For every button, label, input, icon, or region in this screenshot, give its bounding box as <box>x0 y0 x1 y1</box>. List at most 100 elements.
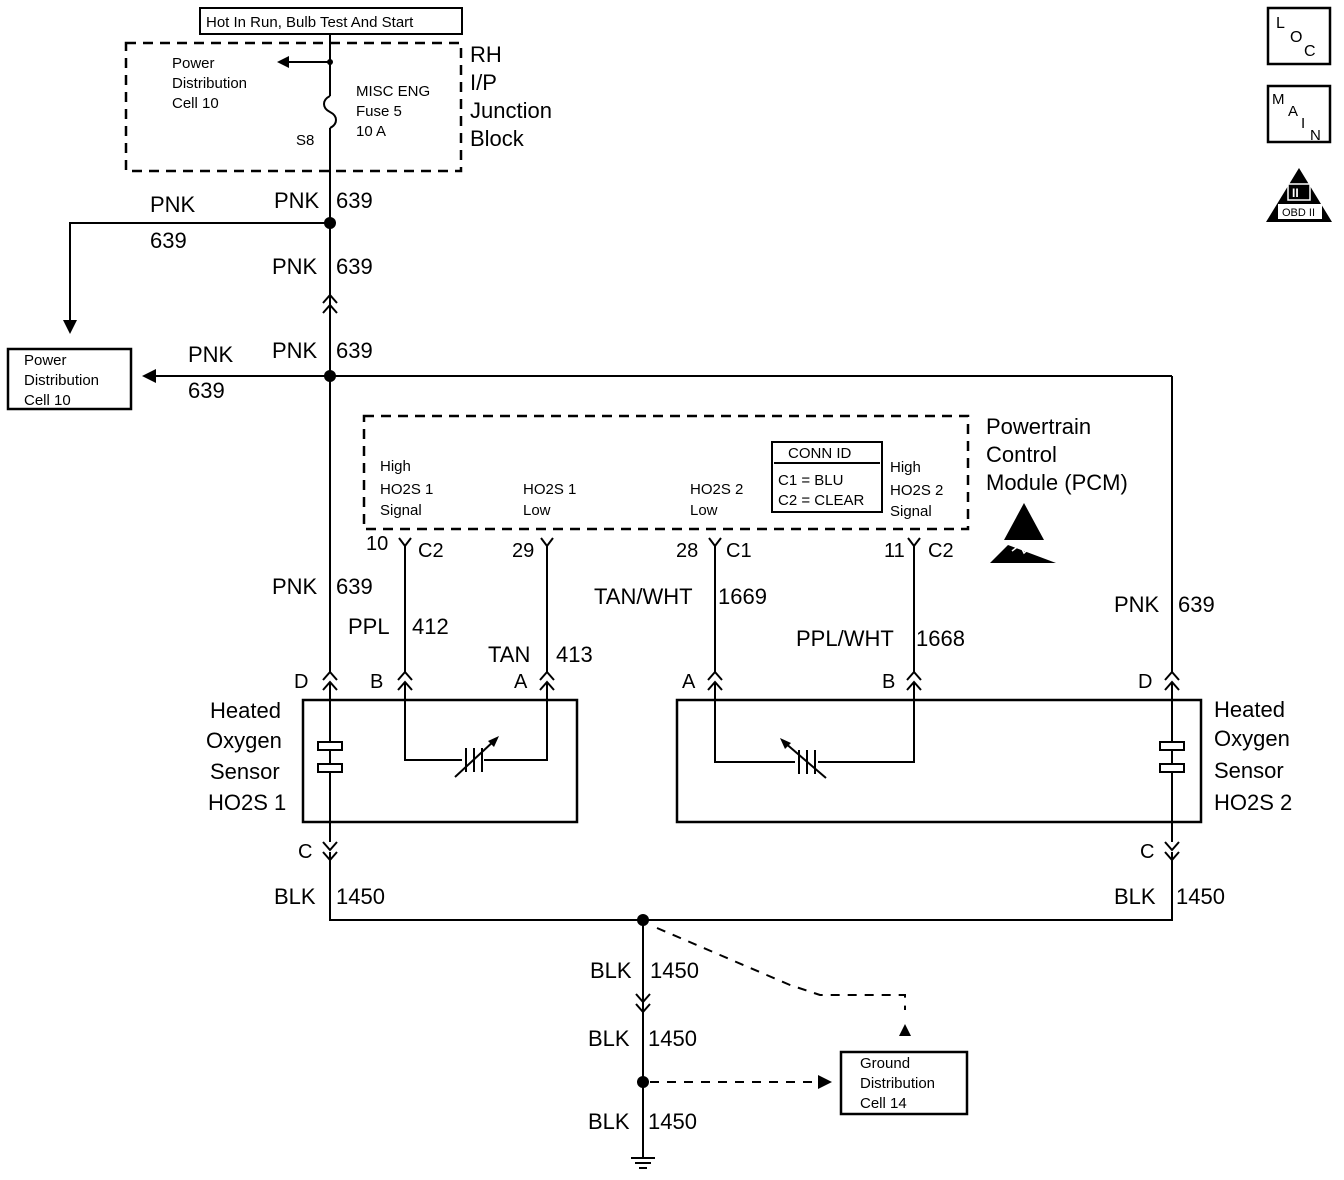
sensor-element-icon <box>454 736 499 778</box>
sensor2-label: Sensor <box>1214 758 1284 783</box>
pd-ref-label: Power <box>172 55 215 72</box>
conn-id-c1: C1 = BLU <box>778 472 843 489</box>
pin-connector: C1 <box>726 540 752 562</box>
svg-text:N: N <box>1310 127 1321 144</box>
sensor2-label: Oxygen <box>1214 726 1290 751</box>
sensor1-label: Sensor <box>210 759 280 784</box>
esd-warning-icon <box>990 503 1056 563</box>
pin-label: High <box>890 459 921 476</box>
sensor1-box[interactable] <box>301 698 579 824</box>
arrow-up-icon <box>899 1024 911 1036</box>
arrow-right-icon <box>818 1075 832 1089</box>
svg-text:I: I <box>1301 115 1305 132</box>
fuse-label: 10 A <box>356 123 386 140</box>
pcm-outline <box>362 414 970 531</box>
pin-label: Signal <box>890 503 932 520</box>
pd-ref-label: Cell 10 <box>172 95 219 112</box>
main-icon[interactable]: M A I N <box>1266 84 1332 144</box>
wire-number: 1668 <box>916 626 965 651</box>
wire-number: 639 <box>336 574 373 599</box>
pin-label: HO2S 2 <box>690 481 743 498</box>
wire-number: 1450 <box>650 958 699 983</box>
pin-label: HO2S 1 <box>523 481 576 498</box>
pd-cell-label: Cell 10 <box>24 392 71 409</box>
wire-color: BLK <box>588 1109 630 1134</box>
wire-color: PNK <box>150 192 196 217</box>
svg-text:II: II <box>1292 186 1299 200</box>
pin-label: High <box>380 458 411 475</box>
svg-text:C: C <box>1304 43 1316 60</box>
pd-cell-label: Distribution <box>24 372 99 389</box>
pin-icon <box>907 537 921 672</box>
ground-icon <box>631 1157 655 1169</box>
pin-number: 10 <box>366 533 388 555</box>
svg-text:M: M <box>1272 91 1285 108</box>
heater-icon <box>317 741 343 773</box>
junction-block-label: RH <box>470 42 502 67</box>
pin-number: 28 <box>676 540 698 562</box>
pin-letter: B <box>882 671 895 693</box>
fuse-label: Fuse 5 <box>356 103 402 120</box>
pin-connector: C2 <box>418 540 444 562</box>
wire-color: PNK <box>272 254 318 279</box>
heater-icon <box>1159 741 1185 773</box>
conn-id-title: CONN ID <box>788 445 852 462</box>
wire-number: 1450 <box>1176 884 1225 909</box>
sensor2-label: Heated <box>1214 697 1285 722</box>
pin-label: Signal <box>380 502 422 519</box>
ground-cell-box[interactable] <box>839 1050 969 1116</box>
pin-letter: B <box>370 671 383 693</box>
pin-number: 11 <box>884 540 905 562</box>
wire-color: PNK <box>272 574 318 599</box>
pd-ref-label: Distribution <box>172 75 247 92</box>
loc-icon[interactable]: L O C <box>1266 6 1332 66</box>
sensor-element-icon <box>780 738 827 779</box>
pin-letter: C <box>1140 841 1154 863</box>
pin-label: Low <box>690 502 718 519</box>
svg-text:O: O <box>1290 29 1302 46</box>
pin-icon <box>398 537 412 672</box>
ground-cell-label: Distribution <box>860 1075 935 1092</box>
wire-color: BLK <box>590 958 632 983</box>
fuse-label: MISC ENG <box>356 83 430 100</box>
wire-color: BLK <box>274 884 316 909</box>
conn-id-box <box>771 441 883 513</box>
pd-cell-box[interactable] <box>6 347 133 411</box>
pin-letter: D <box>294 671 308 693</box>
pin-letter: C <box>298 841 312 863</box>
wire-color: BLK <box>1114 884 1156 909</box>
conn-id-c2: C2 = CLEAR <box>778 492 864 509</box>
pcm-title: Powertrain <box>986 414 1091 439</box>
wire-color: BLK <box>588 1026 630 1051</box>
junction-block-label: Junction <box>470 98 552 123</box>
pin-letter: A <box>682 671 696 693</box>
wire-number: 1450 <box>648 1026 697 1051</box>
terminal-label: S8 <box>296 132 314 149</box>
wire-number: 639 <box>336 338 373 363</box>
wire-color: TAN/WHT <box>594 584 693 609</box>
wire-color: TAN <box>488 642 530 667</box>
sensor2-box[interactable] <box>675 698 1203 824</box>
wire-number: 1669 <box>718 584 767 609</box>
ground-cell-label: Ground <box>860 1055 910 1072</box>
pcm-title: Module (PCM) <box>986 470 1128 495</box>
wire-number: 639 <box>188 378 225 403</box>
wire-number: 1450 <box>648 1109 697 1134</box>
condition-label: Hot In Run, Bulb Test And Start <box>206 14 414 31</box>
connector-icon <box>635 993 651 1014</box>
pin-number: 29 <box>512 540 534 562</box>
sensor1-label: Oxygen <box>206 728 282 753</box>
obd-ii-icon[interactable]: II OBD II <box>1266 168 1332 222</box>
pin-letter: A <box>514 671 528 693</box>
wire-number: 412 <box>412 614 449 639</box>
pd-cell-label: Power <box>24 352 67 369</box>
sensor1-label: HO2S 1 <box>208 790 286 815</box>
wire-color: PNK <box>272 338 318 363</box>
pin-connector: C2 <box>928 540 954 562</box>
svg-text:A: A <box>1288 103 1298 120</box>
arrow-down-icon <box>63 320 77 334</box>
pin-icon <box>540 537 554 672</box>
svg-text:OBD II: OBD II <box>1282 207 1315 219</box>
junction-block-label: Block <box>470 126 525 151</box>
